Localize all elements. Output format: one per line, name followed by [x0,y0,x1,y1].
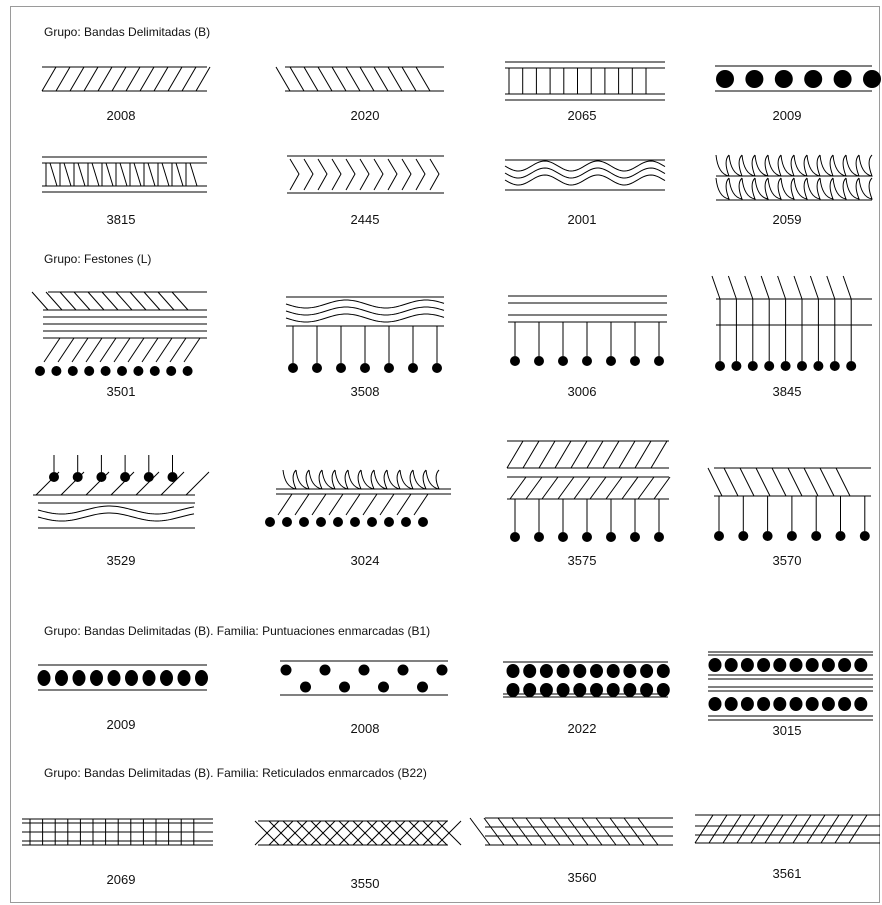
pattern-2059 [716,155,872,200]
pattern-3815 [42,157,207,192]
pattern-3024 [265,470,451,527]
pattern-2009 [715,66,881,91]
pattern-3006 [508,296,667,366]
pattern-3570 [708,468,871,541]
pattern-2022 [503,662,670,697]
pattern-3529 [33,455,209,528]
pattern-2020 [276,67,444,91]
pattern-2445 [287,156,444,193]
pattern-2008 [42,67,210,91]
pattern-2001 [505,160,665,190]
pattern-3561 [695,815,880,843]
pattern-3015 [708,652,873,720]
pattern-2009b [38,665,209,690]
pattern-3575 [507,441,670,542]
pattern-3560 [470,818,673,845]
pattern-3550 [255,821,461,845]
pattern-2008b [280,661,448,695]
pattern-2069 [22,819,213,845]
pattern-3501 [32,292,207,376]
pattern-3845 [712,276,872,371]
pattern-3508 [286,297,444,373]
pattern-2065 [505,62,665,100]
